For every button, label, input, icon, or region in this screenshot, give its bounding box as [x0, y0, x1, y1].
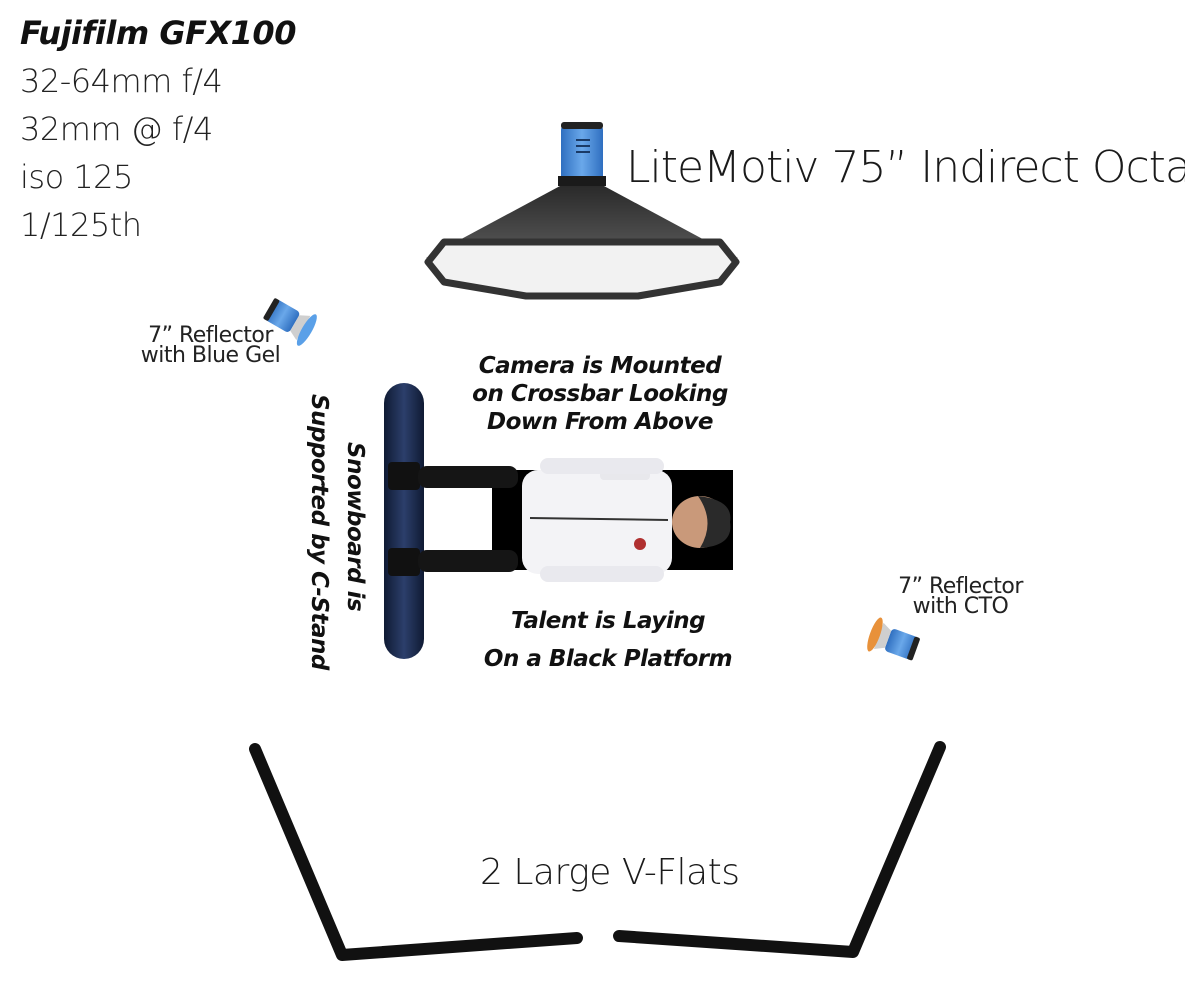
shutter-spec: 1/125th — [20, 206, 142, 244]
camera-note-line-2: on Crossbar Looking — [470, 380, 730, 408]
v-flats-label: 2 Large V-Flats — [480, 852, 739, 893]
focal-spec: 32mm @ f/4 — [20, 110, 213, 148]
camera-note-line-3: Down From Above — [470, 408, 730, 436]
talent-on-platform — [418, 458, 733, 582]
cto-reflector-icon — [864, 616, 922, 667]
talent-note: Talent is Laying On a Black Platform — [478, 602, 738, 678]
blue-reflector-line-2: with Blue Gel — [138, 346, 283, 366]
camera-mount-note: Camera is Mounted on Crossbar Looking Do… — [470, 352, 730, 436]
octa-softbox — [426, 186, 738, 296]
camera-note-line-1: Camera is Mounted — [470, 352, 730, 380]
snowboard — [384, 383, 424, 659]
blue-reflector-label: 7” Reflector with Blue Gel — [138, 326, 283, 366]
octa-strobe-head — [558, 122, 606, 186]
cto-reflector-line-2: with CTO — [893, 597, 1028, 617]
cto-reflector-label: 7” Reflector with CTO — [893, 577, 1028, 617]
talent-note-line-1: Talent is Laying — [478, 602, 738, 640]
v-flats — [255, 747, 940, 955]
camera-name: Fujifilm GFX100 — [20, 14, 296, 52]
octa-label: LiteMotiv 75” Indirect Octa — [626, 142, 1185, 193]
talent-note-line-2: On a Black Platform — [478, 640, 738, 678]
iso-spec: iso 125 — [20, 158, 133, 196]
right-v-flat — [619, 747, 940, 952]
snowboard-note-line-1: Snowboard is — [342, 442, 368, 611]
snowboard-note-line-2: Supported by C-Stand — [306, 394, 332, 670]
lens-spec: 32-64mm f/4 — [20, 62, 222, 100]
